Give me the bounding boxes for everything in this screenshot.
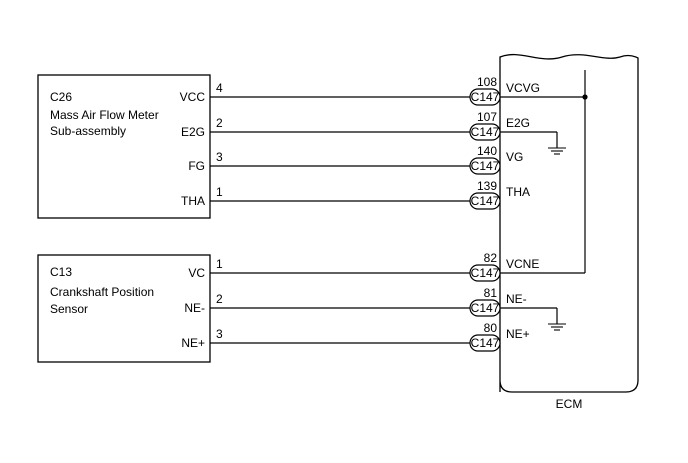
- connector-label: C147: [471, 159, 500, 173]
- ecm-pin-number: 81: [484, 286, 498, 300]
- ecm-terminal-label: NE-: [506, 292, 527, 306]
- connector-pill: [469, 334, 501, 352]
- ckp-code: C13: [50, 265, 72, 279]
- connector-label: C147: [471, 336, 500, 350]
- wire-number: 1: [216, 185, 223, 199]
- wire-number: 2: [216, 116, 223, 130]
- ecm-pin-number: 107: [477, 110, 497, 124]
- wire-number: 3: [216, 327, 223, 341]
- ecm-box: [499, 53, 639, 393]
- wire-number: 4: [216, 81, 223, 95]
- sensor-pin-label: THA: [181, 194, 205, 208]
- ecm-pin-number: 82: [484, 251, 498, 265]
- ecm-terminal-label: VCNE: [506, 257, 539, 271]
- connector-label: C147: [471, 194, 500, 208]
- ecm-label: ECM: [556, 397, 583, 411]
- ecm-terminal-label: VG: [506, 150, 523, 164]
- ecm-pin-number: 80: [484, 321, 498, 335]
- connector-label: C147: [471, 266, 500, 280]
- connector-label: C147: [471, 125, 500, 139]
- ckp-name-line2: Sensor: [50, 302, 88, 316]
- ecm-terminal-label: THA: [506, 185, 530, 199]
- maf-sensor-box: [37, 74, 211, 219]
- ecm-terminal-label: NE+: [506, 327, 530, 341]
- connector-label: C147: [471, 90, 500, 104]
- ecm-pin-number: 140: [477, 144, 497, 158]
- sensor-pin-label: NE-: [184, 301, 205, 315]
- junction-dot: [582, 94, 588, 100]
- maf-name-line2: Sub-assembly: [50, 124, 126, 138]
- wire-number: 3: [216, 150, 223, 164]
- ckp-name-line1: Crankshaft Position: [50, 285, 154, 299]
- ecm-terminal-label: E2G: [506, 116, 530, 130]
- maf-name-line1: Mass Air Flow Meter: [50, 108, 159, 122]
- ecm-terminal-label: VCVG: [506, 81, 540, 95]
- sensor-pin-label: E2G: [181, 125, 205, 139]
- ecm-pin-number: 108: [477, 75, 497, 89]
- sensor-pin-label: VCC: [180, 90, 206, 104]
- sensor-pin-label: FG: [188, 159, 205, 173]
- wire-number: 1: [216, 257, 223, 271]
- connector-pill: [469, 192, 501, 210]
- wire-number: 2: [216, 292, 223, 306]
- sensor-pin-label: VC: [188, 266, 205, 280]
- connector-label: C147: [471, 301, 500, 315]
- ecm-pin-number: 139: [477, 179, 497, 193]
- ckp-sensor-box: [37, 254, 211, 363]
- maf-code: C26: [50, 90, 72, 104]
- sensor-pin-label: NE+: [181, 336, 205, 350]
- connector-pill: [469, 157, 501, 175]
